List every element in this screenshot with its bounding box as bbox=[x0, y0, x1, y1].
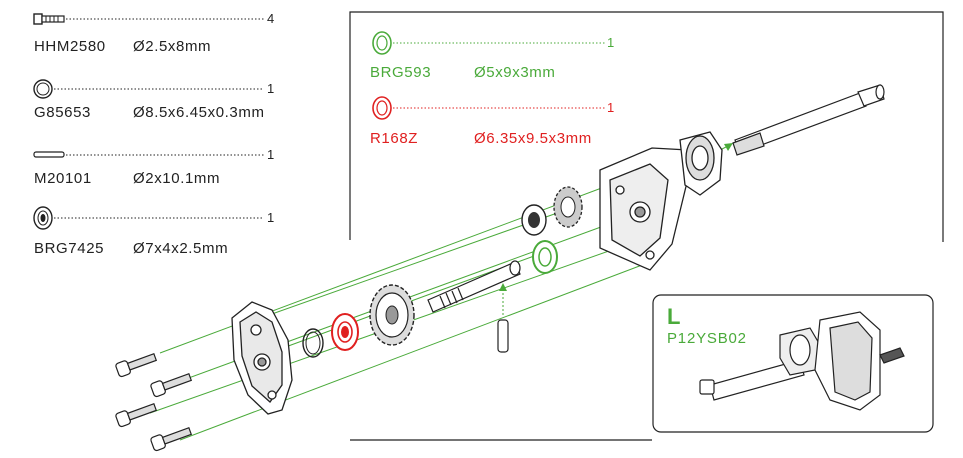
part-dim-brg7425: Ø7x4x2.5mm bbox=[133, 240, 229, 257]
pin bbox=[497, 319, 509, 353]
part-list-left bbox=[33, 13, 264, 230]
part-qty-brg593: 1 bbox=[607, 35, 615, 50]
part-dim-brg593: Ø5x9x3mm bbox=[474, 64, 556, 81]
screws bbox=[115, 352, 193, 452]
part-qty-brg7425: 1 bbox=[267, 210, 275, 225]
bearing-icon-red bbox=[372, 96, 392, 120]
part-code-g85653: G85653 bbox=[34, 104, 91, 121]
part-dim-hhm2580: Ø2.5x8mm bbox=[133, 38, 212, 55]
part-code-r168z: R168Z bbox=[370, 130, 419, 147]
shim-ring-icon bbox=[33, 79, 53, 99]
arrow-icon bbox=[499, 283, 507, 291]
part-qty-r168z: 1 bbox=[607, 100, 615, 115]
inset-letter: L bbox=[667, 304, 681, 329]
bearing-icon-green bbox=[372, 31, 392, 55]
part-qty-m20101: 1 bbox=[267, 147, 275, 162]
bearing-icon bbox=[33, 206, 53, 230]
arrow-icon bbox=[724, 143, 733, 151]
gearbox-cover-left bbox=[231, 301, 293, 415]
bearing-red bbox=[331, 313, 359, 351]
part-code-m20101: M20101 bbox=[34, 170, 92, 187]
gear-small bbox=[553, 186, 583, 228]
inset-assembly-image bbox=[699, 311, 905, 411]
part-qty-hhm2580: 4 bbox=[267, 11, 275, 26]
drive-shaft bbox=[732, 84, 885, 156]
part-list-right bbox=[372, 31, 605, 120]
part-dim-g85653: Ø8.5x6.45x0.3mm bbox=[133, 104, 265, 121]
part-code-hhm2580: HHM2580 bbox=[34, 38, 106, 55]
shim-ring bbox=[302, 328, 324, 358]
output-shaft bbox=[427, 260, 521, 313]
part-qty-g85653: 1 bbox=[267, 81, 275, 96]
gearbox-housing-right bbox=[599, 131, 723, 271]
screw-icon bbox=[33, 13, 65, 25]
part-code-brg593: BRG593 bbox=[370, 64, 432, 81]
inset-part-code: P12YSB02 bbox=[667, 330, 747, 347]
bearing-green bbox=[532, 240, 558, 274]
part-code-brg7425: BRG7425 bbox=[34, 240, 105, 257]
section-frame bbox=[349, 11, 944, 242]
bearing-black bbox=[521, 204, 547, 236]
pin-icon bbox=[33, 151, 65, 158]
gear-large bbox=[369, 284, 415, 346]
part-dim-r168z: Ø6.35x9.5x3mm bbox=[474, 130, 592, 147]
part-dim-m20101: Ø2x10.1mm bbox=[133, 170, 221, 187]
